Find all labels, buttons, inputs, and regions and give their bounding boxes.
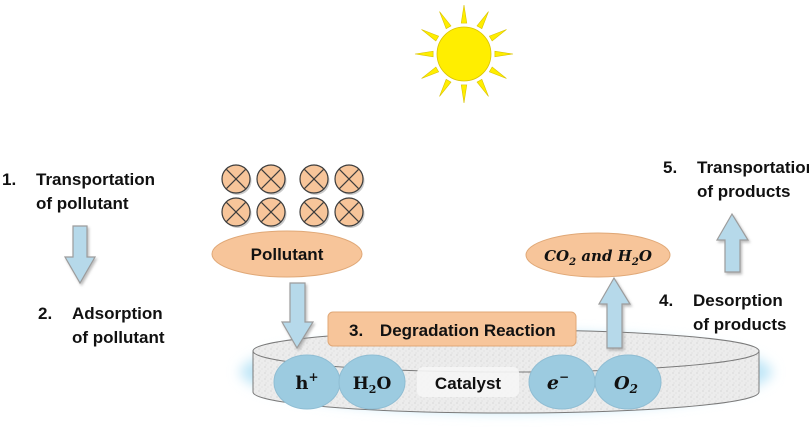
electron-bubble: e− — [528, 354, 596, 410]
step1-label: 1. Transportation of pollutant — [2, 168, 155, 216]
svg-text:O2: O2 — [614, 373, 638, 396]
pollutant-molecule-icon — [299, 164, 330, 195]
sun-ray — [414, 50, 434, 58]
catalyst-label: Catalyst — [435, 374, 501, 393]
step1-number: 1. — [2, 170, 17, 189]
up-arrow-icon — [597, 276, 632, 349]
step4-line2: of products — [693, 315, 787, 334]
step2-line1: Adsorption — [72, 304, 163, 323]
hole-bubble: h+ — [273, 354, 341, 410]
catalyst-label-box: Catalyst — [417, 367, 519, 397]
step5-number: 5. — [663, 158, 678, 177]
sun-icon — [414, 4, 514, 104]
arrow-transport-pollutant — [63, 225, 97, 285]
pollutant-oval: Pollutant — [211, 230, 363, 278]
sun-ray — [476, 78, 489, 97]
sun-ray — [421, 29, 440, 42]
step2-label: 2. Adsorption of pollutant — [38, 302, 165, 350]
products-oval: CO2 and H2O — [525, 232, 671, 278]
up-arrow-icon — [715, 212, 750, 273]
sun-ray — [439, 11, 452, 30]
pollutant-molecule-icon — [256, 197, 287, 228]
sun-ray — [476, 11, 489, 30]
arrow-transport-products — [715, 212, 750, 273]
sun-ray — [460, 4, 468, 24]
step2-line2: of pollutant — [72, 328, 165, 347]
sun-disc — [436, 26, 492, 82]
step2-number: 2. — [38, 304, 53, 323]
water-bubble: H2O — [338, 354, 406, 410]
sun-ray — [421, 66, 440, 79]
oxygen-bubble: O2 — [594, 354, 662, 410]
pollutant-label: Pollutant — [251, 245, 324, 264]
pollutant-molecule-icon — [221, 164, 252, 195]
step5-line2: of products — [697, 182, 791, 201]
step3-number: 3. — [349, 321, 363, 340]
sun-ray — [439, 78, 452, 97]
step4-label: 4. Desorption of products — [659, 289, 787, 337]
sun-ray — [488, 29, 507, 42]
svg-text:h+: h+ — [295, 370, 318, 394]
step5-line1: Transportation — [697, 158, 809, 177]
svg-text:3. Degradation Reaction: 3. Degradation Reaction — [349, 321, 556, 340]
degradation-reaction-box: 3. Degradation Reaction — [327, 311, 577, 347]
pollutant-molecule-icon — [334, 197, 365, 228]
pollutant-molecule-icon — [299, 197, 330, 228]
step4-line1: Desorption — [693, 291, 783, 310]
step4-number: 4. — [659, 291, 674, 310]
pollutant-molecules — [221, 164, 365, 228]
step1-line2: of pollutant — [36, 194, 129, 213]
pollutant-molecule-icon — [334, 164, 365, 195]
step5-label: 5. Transportation of products — [663, 156, 809, 204]
step3-text: Degradation Reaction — [380, 321, 556, 340]
sun-ray — [488, 66, 507, 79]
down-arrow-icon — [63, 225, 97, 285]
arrow-desorption — [597, 276, 632, 349]
sun-ray — [460, 84, 468, 104]
products-label: CO2 and H2O — [544, 247, 652, 268]
pollutant-molecule-icon — [256, 164, 287, 195]
svg-text:H2O: H2O — [353, 374, 392, 396]
sun-ray — [494, 50, 514, 58]
step1-line1: Transportation — [36, 170, 156, 189]
arrow-adsorption — [280, 282, 315, 350]
svg-text:e−: e− — [547, 370, 569, 394]
down-arrow-icon — [280, 282, 315, 350]
pollutant-molecule-icon — [221, 197, 252, 228]
